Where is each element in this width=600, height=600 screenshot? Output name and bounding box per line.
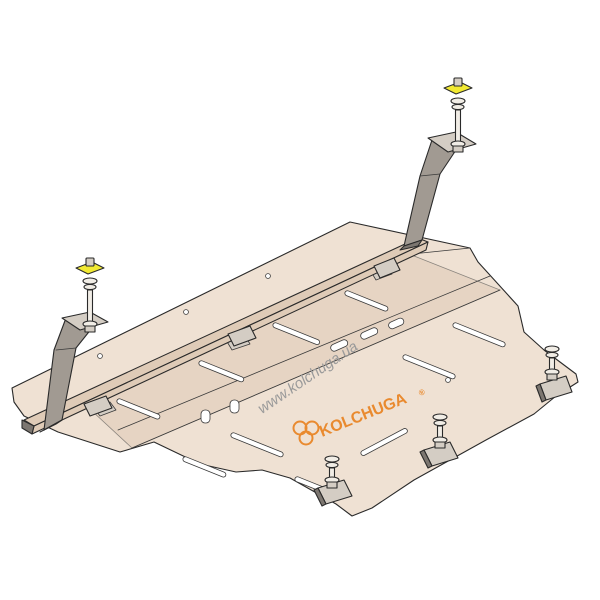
clamp-body xyxy=(83,395,113,417)
slot xyxy=(452,322,506,348)
hole xyxy=(265,273,271,279)
crease-line xyxy=(131,289,501,449)
bolt-right-top xyxy=(443,77,473,153)
washer xyxy=(451,103,465,111)
washer xyxy=(450,97,466,105)
bolt-center-right xyxy=(432,413,448,449)
clamp-front-right xyxy=(373,257,401,279)
crease-line xyxy=(117,275,491,431)
bolt-shaft xyxy=(436,425,444,439)
plate-slots xyxy=(116,290,506,497)
bracket-fold xyxy=(55,347,77,351)
clamp-body xyxy=(227,325,257,347)
bracket-body xyxy=(403,139,457,247)
nut xyxy=(453,77,463,87)
bolt-head xyxy=(452,145,464,153)
cutout xyxy=(200,409,211,424)
bolt-sets xyxy=(75,77,560,489)
bolt-shaft xyxy=(454,109,462,143)
slot xyxy=(360,428,408,456)
kolchuga-rings-logo-icon xyxy=(292,420,320,446)
washer xyxy=(545,351,559,359)
bolt-left-top xyxy=(75,257,105,333)
washer xyxy=(433,419,447,427)
slot xyxy=(230,432,284,458)
slot xyxy=(182,456,227,478)
bolt-head xyxy=(546,373,558,381)
washer xyxy=(544,345,560,353)
slot xyxy=(116,398,161,420)
washer xyxy=(325,461,339,469)
hole xyxy=(445,377,451,383)
clamp-front-left xyxy=(83,395,113,417)
washer xyxy=(432,413,448,421)
hole xyxy=(97,353,103,359)
bolt-head xyxy=(84,325,96,333)
crease-line xyxy=(411,247,471,255)
nut xyxy=(85,257,95,267)
bolt-shaft xyxy=(86,289,94,323)
clamps xyxy=(83,257,573,507)
cutout xyxy=(360,327,379,340)
registered-mark: ® xyxy=(417,387,426,398)
cutout xyxy=(388,317,405,330)
bracket-side xyxy=(39,419,63,433)
rail-end-left xyxy=(21,419,35,435)
clamp-body xyxy=(373,257,401,279)
bolt-head xyxy=(434,441,446,449)
clamp-side xyxy=(535,383,547,403)
bolt-center-bottom xyxy=(324,455,340,489)
slot xyxy=(198,360,245,383)
clamp-front-mid xyxy=(227,325,257,347)
bolt-shaft xyxy=(548,357,556,371)
clamp-side xyxy=(419,449,433,469)
right-support-bracket xyxy=(399,131,477,251)
washer xyxy=(82,277,98,285)
cutout xyxy=(229,399,240,414)
slot xyxy=(272,322,321,346)
plate-cutouts xyxy=(200,317,405,424)
clamp-side xyxy=(313,487,327,507)
hole xyxy=(183,309,189,315)
bracket-fold xyxy=(419,173,441,177)
bracket-top-plate xyxy=(61,311,109,331)
washer xyxy=(324,455,340,463)
clamp-rear-right xyxy=(535,375,573,403)
bolt-rear-right xyxy=(544,345,560,381)
bolt-head xyxy=(326,481,338,489)
washer xyxy=(83,283,97,291)
slot xyxy=(344,290,389,312)
cutout xyxy=(330,339,349,352)
slot xyxy=(402,354,456,380)
bracket-side xyxy=(399,239,423,251)
